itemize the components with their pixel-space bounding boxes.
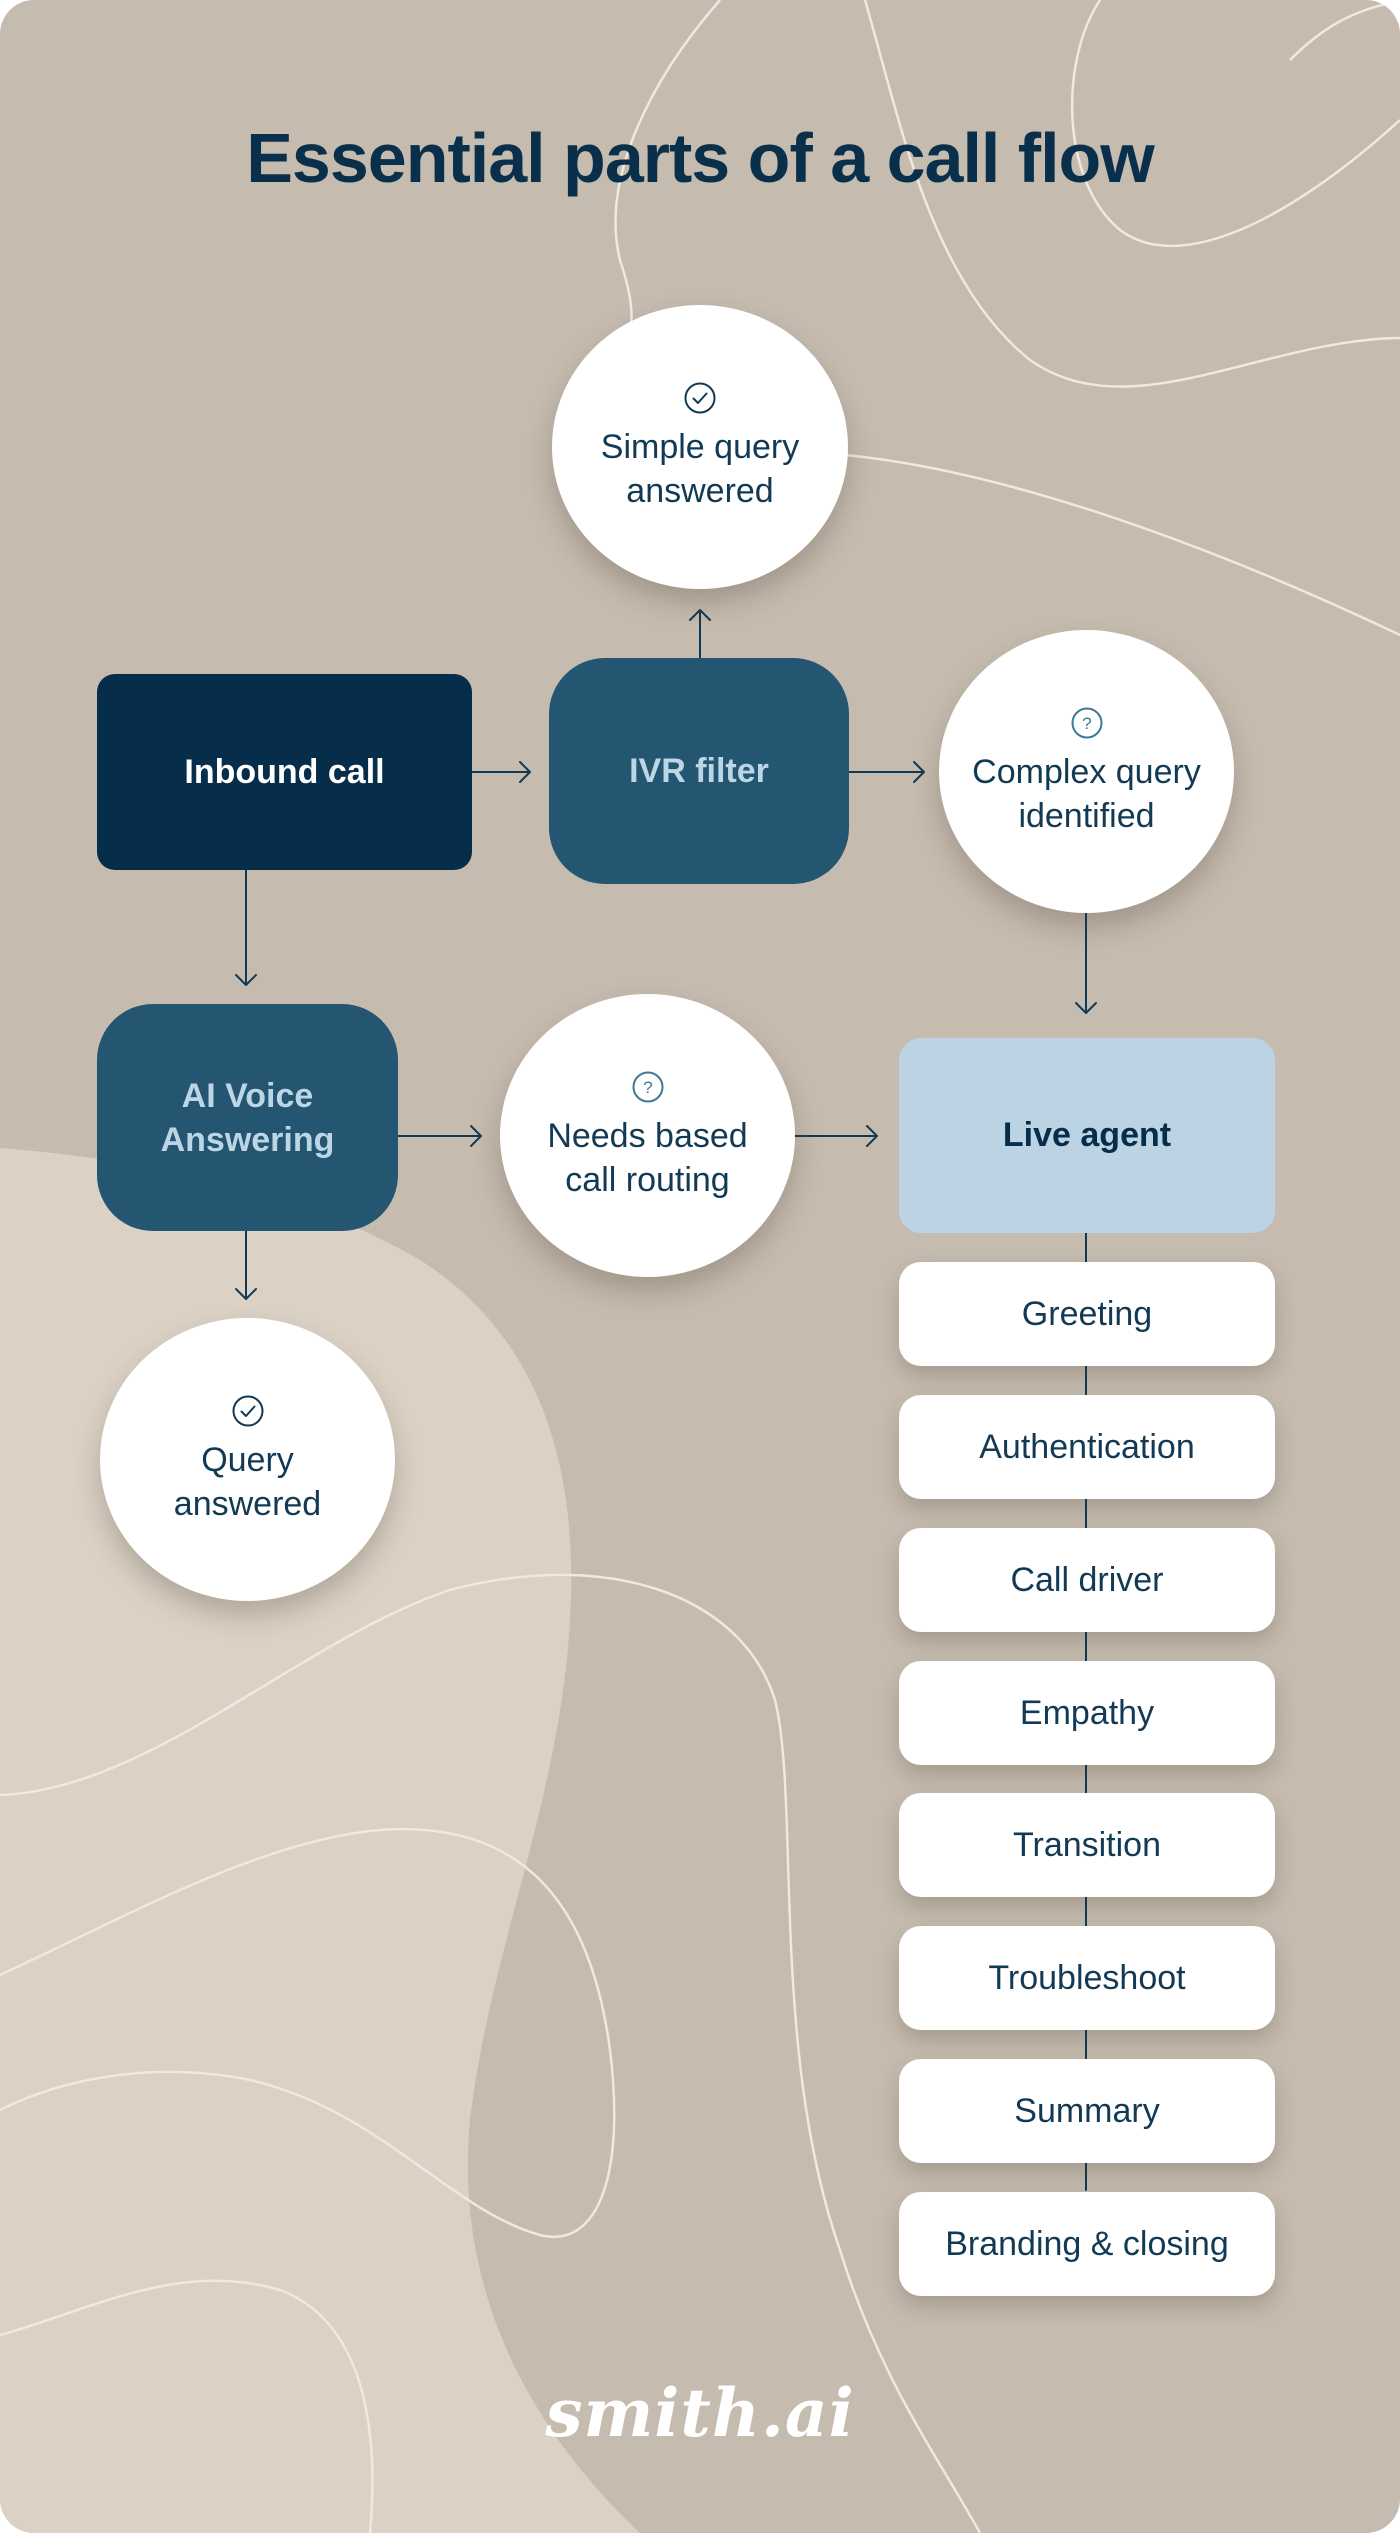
simple-query-line2: answered	[626, 472, 774, 510]
step-label: Transition	[1012, 1825, 1162, 1864]
live-agent-label: Live agent	[1002, 1116, 1172, 1154]
step-label: Greeting	[1021, 1294, 1153, 1333]
page-title: Essential parts of a call flow	[246, 119, 1155, 197]
inbound-call-node: Inbound call	[97, 674, 472, 870]
arrow-ai-to-routing	[397, 1125, 482, 1147]
complex-query-line1: Complex query	[972, 752, 1201, 791]
step-troubleshoot: Troubleshoot	[899, 1926, 1275, 2030]
arrow-ivr-to-complex	[848, 761, 925, 783]
arrow-ai-to-query	[235, 1230, 257, 1300]
ivr-filter-node: IVR filter	[549, 658, 849, 884]
step-label: Call driver	[1010, 1560, 1164, 1599]
simple-query-node: Simple query answered	[552, 305, 848, 589]
query-answered-node: Query answered	[100, 1318, 395, 1601]
step-authentication: Authentication	[899, 1395, 1275, 1499]
arrow-inbound-to-ivr	[471, 761, 531, 783]
step-label: Summary	[1014, 2091, 1160, 2130]
arrow-routing-to-live	[794, 1125, 878, 1147]
arrow-ivr-to-simple	[689, 609, 711, 659]
step-greeting: Greeting	[899, 1262, 1275, 1366]
question-circle-icon: ?	[1071, 707, 1102, 738]
ai-voice-line2: Answering	[160, 1120, 335, 1159]
step-transition: Transition	[899, 1793, 1275, 1897]
step-empathy: Empathy	[899, 1661, 1275, 1765]
arrow-complex-to-live	[1075, 912, 1097, 1014]
needs-routing-node: ? Needs based call routing	[500, 994, 795, 1277]
inbound-call-label: Inbound call	[184, 752, 385, 791]
needs-routing-line2: call routing	[565, 1160, 730, 1199]
ai-voice-answering-node: AI Voice Answering	[97, 1004, 398, 1231]
step-label: Empathy	[1019, 1693, 1155, 1732]
arrow-inbound-to-ai	[235, 869, 257, 986]
check-circle-icon	[684, 382, 716, 414]
complex-query-node: ? Complex query identified	[939, 630, 1234, 913]
svg-text:?: ?	[643, 1078, 652, 1097]
live-agent-node: Live agent	[899, 1038, 1275, 1233]
step-summary: Summary	[899, 2059, 1275, 2163]
step-label: Authentication	[979, 1427, 1195, 1466]
complex-query-line2: identified	[1018, 796, 1155, 835]
smith-ai-logo: smith.ai	[545, 2374, 855, 2452]
ivr-filter-label: IVR filter	[629, 752, 769, 790]
simple-query-line1: Simple query	[600, 428, 800, 466]
query-answered-line1: Query	[201, 1440, 294, 1479]
step-label: Troubleshoot	[988, 1958, 1186, 1997]
query-answered-line2: answered	[173, 1484, 322, 1523]
step-call-driver: Call driver	[899, 1528, 1275, 1632]
ai-voice-line1: AI Voice	[181, 1076, 314, 1115]
question-circle-icon: ?	[632, 1071, 663, 1102]
needs-routing-line1: Needs based	[547, 1116, 748, 1155]
step-label: Branding & closing	[945, 2224, 1229, 2263]
step-branding-closing: Branding & closing	[899, 2192, 1275, 2296]
svg-text:?: ?	[1082, 714, 1091, 733]
check-circle-icon	[232, 1395, 263, 1426]
